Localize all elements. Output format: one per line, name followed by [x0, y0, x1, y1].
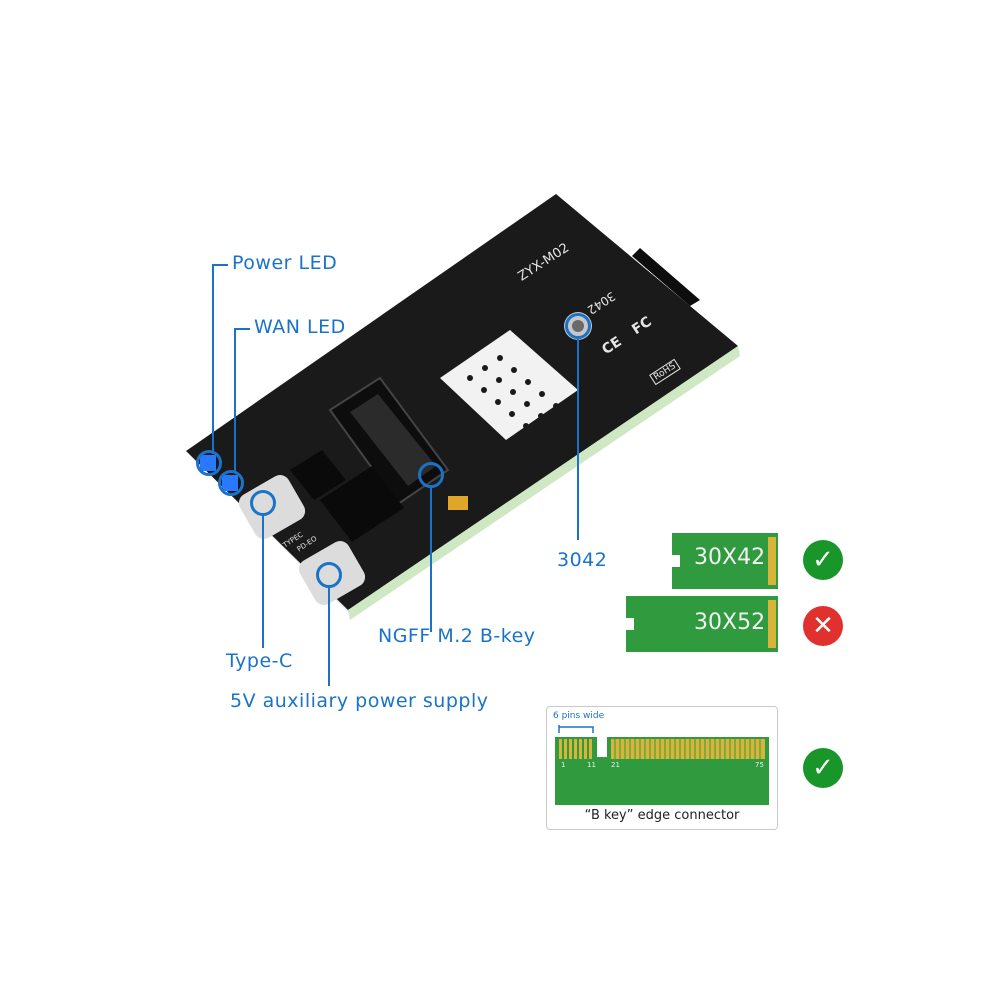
cross-icon: ✕	[803, 606, 843, 646]
ring-wan-led	[218, 470, 244, 496]
label-aux-power: 5V auxiliary power supply	[230, 690, 489, 712]
label-wan-led: WAN LED	[254, 316, 346, 338]
check-icon: ✓	[803, 540, 843, 580]
check-icon-bkey: ✓	[803, 748, 843, 788]
module-30x42	[672, 533, 778, 589]
module-30x42-label: 30X42	[694, 545, 766, 570]
gold-pins-main	[611, 739, 765, 759]
ring-typec	[250, 490, 276, 516]
bkey-connector-diagram	[555, 725, 769, 805]
label-type-c: Type-C	[226, 650, 293, 672]
pin-number-1: 1	[561, 761, 566, 769]
label-power-led: Power LED	[232, 252, 338, 274]
module-30x52	[626, 596, 778, 652]
label-ngff: NGFF M.2 B-key	[378, 625, 536, 647]
board-body	[186, 194, 738, 610]
pin-number-21: 21	[611, 761, 620, 769]
pins-label: 6 pins wide	[553, 711, 605, 721]
bkey-caption: “B key” edge connector	[584, 808, 740, 823]
bkey-connector-card: 6 pins wide	[546, 706, 778, 830]
ring-3042	[565, 313, 591, 339]
module-30x52-label: 30X52	[694, 610, 766, 635]
ring-power-led	[196, 450, 222, 476]
pin-number-75: 75	[755, 761, 764, 769]
pin-number-11: 11	[587, 761, 596, 769]
heatsink-pad	[440, 330, 578, 440]
ring-aux-power	[316, 562, 342, 588]
label-3042: 3042	[557, 549, 608, 571]
ring-ngff	[418, 462, 444, 488]
